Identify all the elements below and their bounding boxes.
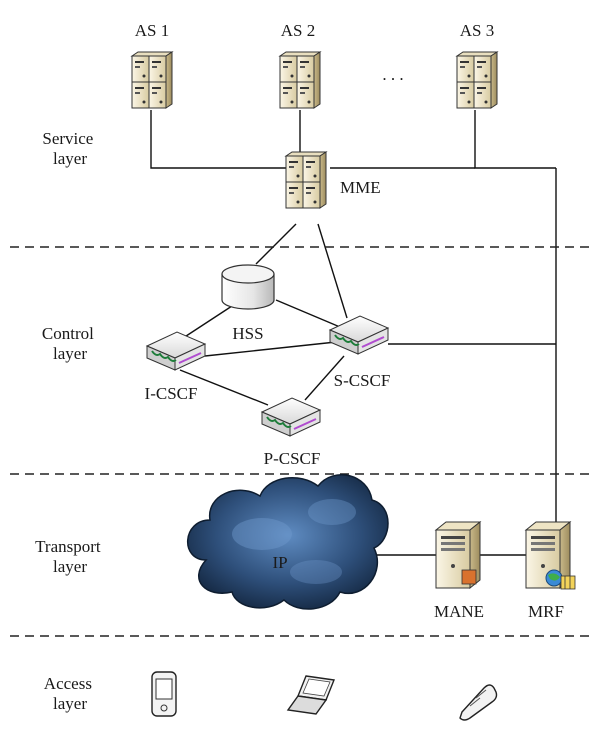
hss-node[interactable]: HSS [221,264,275,343]
mane-node[interactable]: MANE [434,521,484,621]
as3-server-icon [456,51,498,109]
layer-labels: Service layer Control layer Transport la… [35,129,105,713]
mane-label: MANE [434,602,484,621]
connection-lines [150,110,557,556]
as2-server-icon [279,51,321,109]
link-hss-scscf [275,299,341,328]
as2-label: AS 2 [281,21,315,40]
scscf-router-icon [329,315,389,355]
hss-label: HSS [232,324,263,343]
database-icon [221,264,275,310]
mme-server-icon [285,151,327,209]
ip-label: IP [272,553,287,572]
mrf-label: MRF [528,602,564,621]
link-mme-hss [255,223,297,265]
link-mme-scscf [317,223,348,319]
link-scscf-pcscf [304,355,345,401]
as1-label: AS 1 [135,21,169,40]
as3-node[interactable]: AS 3 [456,21,498,109]
as1-node[interactable]: AS 1 [131,21,173,109]
mme-label: MME [340,178,381,197]
media-globe-icon [545,569,576,590]
link-as1-bus [150,110,300,169]
icscf-router-icon [146,331,206,371]
link-hss-icscf [179,305,233,341]
icscf-node[interactable]: I-CSCF [145,331,206,403]
pda-device-icon[interactable] [151,671,177,717]
link-as3-bus [474,110,556,169]
as2-node[interactable]: AS 2 [279,21,321,109]
transport-layer-label: Transport layer [35,537,105,576]
icscf-label: I-CSCF [145,384,198,403]
scscf-node[interactable]: S-CSCF [329,315,391,390]
ip-network-node[interactable]: IP [187,474,389,610]
mrf-node[interactable]: MRF [525,521,576,621]
service-layer-label: Service layer [42,129,97,168]
scscf-label: S-CSCF [334,371,391,390]
mane-badge-icon [461,569,477,585]
link-icscf-scscf [204,341,337,357]
laptop-icon[interactable] [286,675,335,715]
pcscf-router-icon [261,397,321,437]
pcscf-node[interactable]: P-CSCF [261,397,321,468]
mobile-phone-icon[interactable] [459,684,498,721]
pcscf-label: P-CSCF [264,449,321,468]
link-icscf-pcscf [179,369,269,406]
layer-dividers [10,246,590,637]
mme-node[interactable]: MME [285,151,381,209]
access-layer-label: Access layer [44,674,96,713]
as1-server-icon [131,51,173,109]
control-layer-label: Control layer [42,324,98,363]
cloud-icon [187,474,389,610]
as3-label: AS 3 [460,21,494,40]
ellipsis-label: . . . [382,65,403,84]
